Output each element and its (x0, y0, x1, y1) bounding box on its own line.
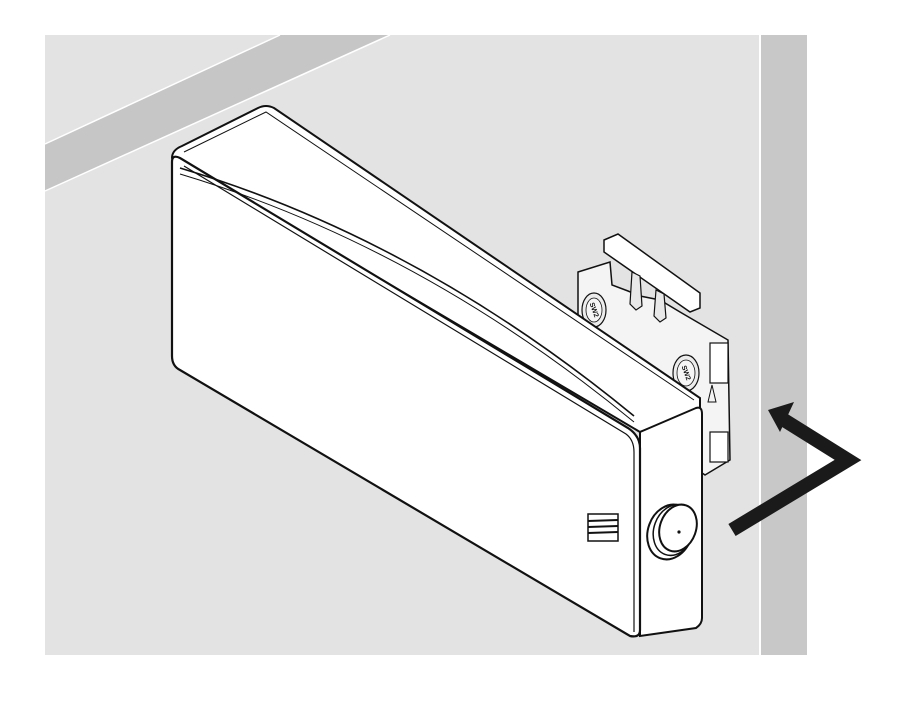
push-button-icon (646, 503, 698, 561)
triangle-marker-icon (707, 384, 717, 403)
arrow-icon (728, 402, 862, 536)
screw-label: SW2 (680, 365, 692, 382)
screw-icon: SW2 (672, 354, 700, 392)
screw-label: SW2 (588, 302, 600, 319)
device-housing (170, 105, 703, 638)
vent-grille-icon (587, 513, 619, 542)
wall-post (760, 35, 807, 655)
